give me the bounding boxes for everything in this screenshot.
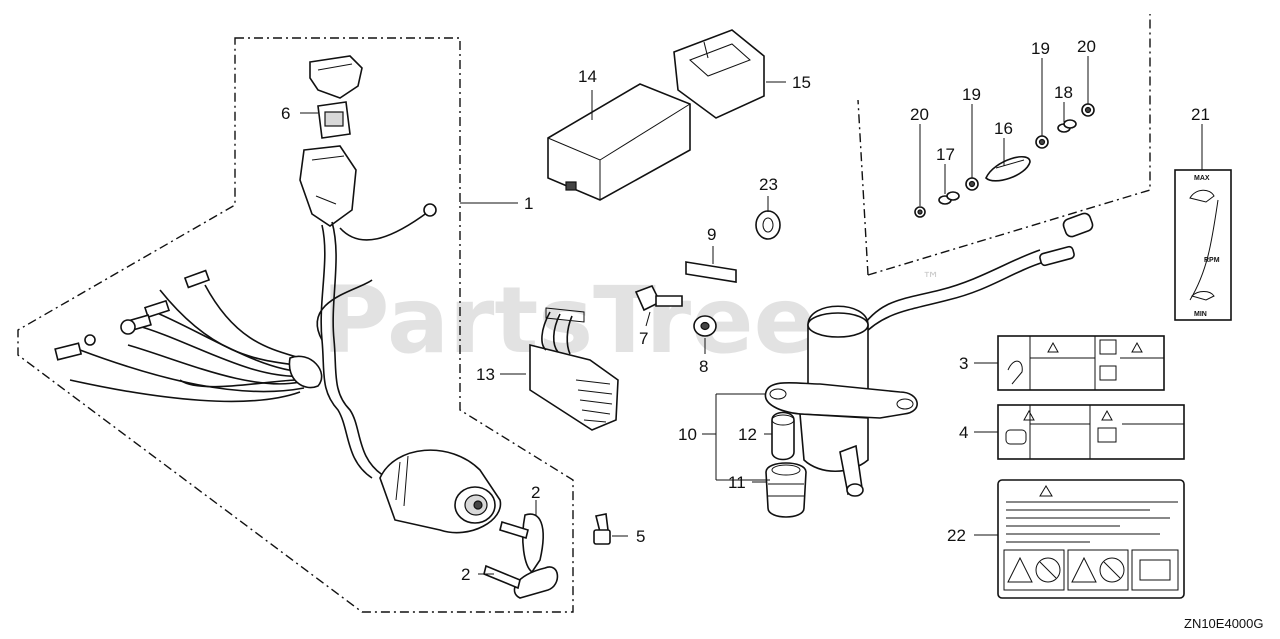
callout-19-right: 19 — [1031, 39, 1050, 58]
rubber-mount-part-11 — [765, 462, 807, 518]
warning-label-part-4 — [997, 404, 1185, 460]
callout-19-left: 19 — [962, 85, 981, 104]
leader-lines — [300, 56, 1203, 575]
callout-14: 14 — [578, 67, 597, 86]
warning-label-part-3 — [997, 335, 1165, 391]
fuse-cover — [309, 55, 363, 99]
rubber-boot-part-15 — [673, 29, 765, 119]
wire-harness — [54, 203, 437, 479]
bolt-part-7 — [634, 284, 683, 312]
callout-18: 18 — [1054, 83, 1073, 102]
nut-part-20-right — [1081, 103, 1095, 117]
callout-5: 5 — [636, 527, 645, 546]
callout-12: 12 — [738, 425, 757, 444]
callout-23: 23 — [759, 175, 778, 194]
callout-3: 3 — [959, 354, 968, 373]
regulator-part-13 — [529, 307, 619, 431]
hardware-part-17 — [938, 191, 960, 205]
fuse-part-6 — [317, 101, 351, 139]
washer-part-8 — [693, 315, 717, 337]
callout-21: 21 — [1191, 105, 1210, 124]
callout-17: 17 — [936, 145, 955, 164]
callout-9: 9 — [707, 225, 716, 244]
callout-10: 10 — [678, 425, 697, 444]
gauge-rpm-text: RPM — [1204, 257, 1220, 264]
callout-20-right: 20 — [1077, 37, 1096, 56]
solenoid-part-10 — [764, 212, 1094, 497]
nut-part-19-left — [965, 177, 979, 191]
safety-label-part-22 — [997, 479, 1185, 599]
callout-7: 7 — [639, 329, 648, 348]
right-group-boundary — [857, 14, 1151, 276]
callout-4: 4 — [959, 423, 968, 442]
grommet-part-23 — [755, 210, 781, 240]
nut-part-19-right — [1035, 135, 1049, 149]
pin-part-9 — [685, 261, 737, 283]
callout-8: 8 — [699, 357, 708, 376]
watermark-trademark: ™ — [922, 269, 940, 290]
ignition-switch — [379, 449, 502, 534]
drawing-code: ZN10E4000G — [1184, 616, 1264, 631]
key-upper — [499, 513, 544, 574]
hardware-part-18 — [1057, 119, 1077, 133]
callout-2-upper: 2 — [531, 483, 540, 502]
callout-22: 22 — [947, 526, 966, 545]
callout-1: 1 — [524, 194, 533, 213]
key-lower — [483, 564, 559, 599]
callout-20-left: 20 — [910, 105, 929, 124]
nut-part-20-left — [914, 206, 926, 218]
gauge-max-text: MAX — [1194, 175, 1210, 182]
gauge-min-text: MIN — [1194, 311, 1207, 318]
hardware-part-16 — [985, 156, 1031, 182]
callout-2-lower: 2 — [461, 565, 470, 584]
callout-13: 13 — [476, 365, 495, 384]
control-unit-part-14 — [547, 83, 691, 201]
spacer-part-12 — [771, 411, 795, 461]
fuse-holder — [299, 145, 357, 227]
callout-15: 15 — [792, 73, 811, 92]
callout-16: 16 — [994, 119, 1013, 138]
throttle-label-part-21: MAX RPM MIN — [1174, 169, 1232, 321]
callout-11: 11 — [728, 473, 746, 492]
screw-part-5 — [593, 513, 611, 545]
callout-6: 6 — [281, 104, 290, 123]
